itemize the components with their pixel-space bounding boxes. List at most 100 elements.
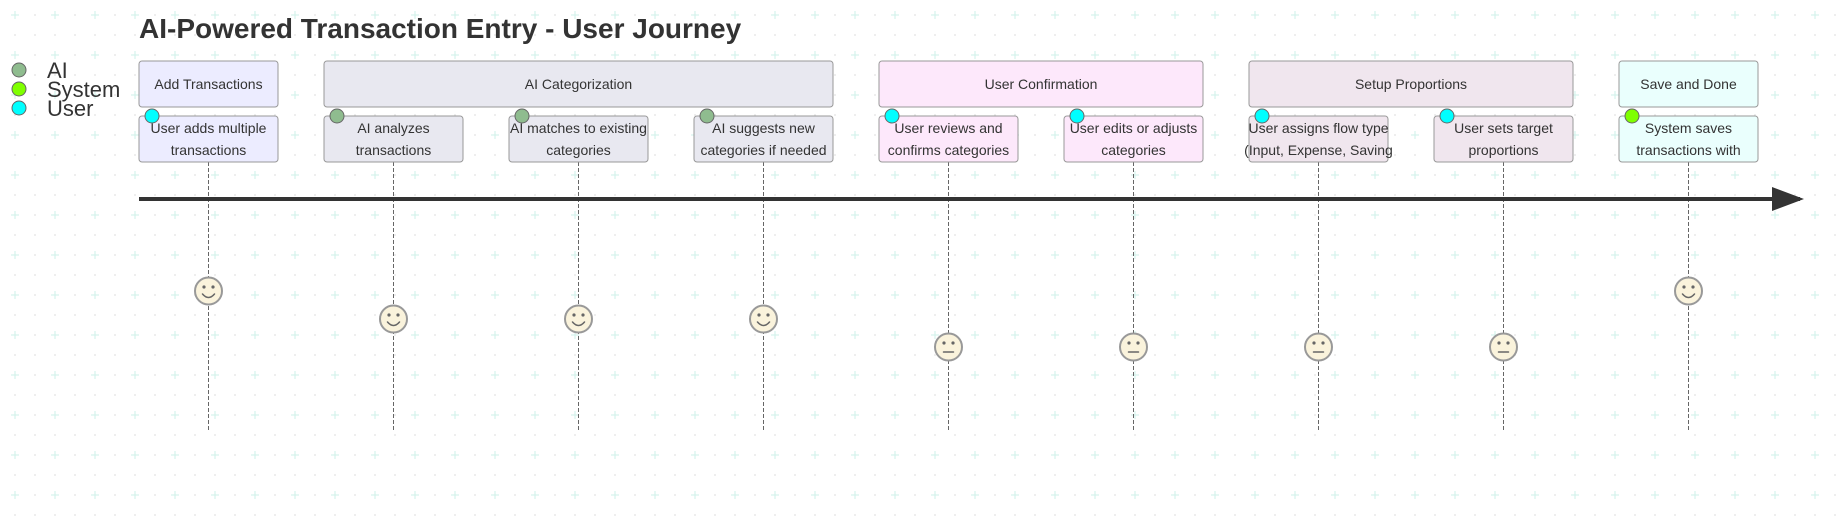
- grid-dot: [634, 14, 636, 16]
- grid-plus: [1611, 91, 1619, 99]
- task-label-line: transactions: [356, 142, 431, 158]
- grid-dot: [1214, 34, 1216, 36]
- grid-dot: [1034, 14, 1036, 16]
- actor-marker-user: [1069, 108, 1085, 124]
- smiley-face-icon: [1674, 276, 1703, 306]
- grid-plus: [811, 11, 819, 19]
- section-setup-proportions: Setup Proportions: [1248, 60, 1574, 108]
- grid-plus: [1731, 51, 1739, 59]
- grid-dot: [1154, 34, 1156, 36]
- grid-dot: [1434, 34, 1436, 36]
- grid-plus: [291, 91, 299, 99]
- grid-dot: [1634, 34, 1636, 36]
- grid-dot: [154, 14, 156, 16]
- grid-dot: [554, 174, 556, 176]
- grid-dot: [354, 194, 356, 196]
- grid-plus: [291, 131, 299, 139]
- grid-dot: [694, 34, 696, 36]
- grid-plus: [51, 131, 59, 139]
- grid-dot: [514, 14, 516, 16]
- grid-dot: [1554, 14, 1556, 16]
- grid-dot: [114, 114, 116, 116]
- grid-dot: [734, 114, 736, 116]
- grid-dot: [774, 34, 776, 36]
- grid-plus: [211, 171, 219, 179]
- grid-dot: [134, 74, 136, 76]
- grid-dot: [954, 34, 956, 36]
- grid-dot: [794, 34, 796, 36]
- grid-plus: [1651, 51, 1659, 59]
- grid-dot: [194, 54, 196, 56]
- task-label-line: confirms categories: [888, 142, 1009, 158]
- grid-plus: [851, 131, 859, 139]
- smiley-face-icon: [564, 304, 593, 334]
- grid-dot: [834, 94, 836, 96]
- grid-dot: [434, 54, 436, 56]
- grid-dot: [394, 114, 396, 116]
- grid-plus: [1771, 51, 1779, 59]
- grid-dot: [1614, 34, 1616, 36]
- legend-marker-user: [11, 100, 27, 116]
- grid-plus: [131, 171, 139, 179]
- grid-dot: [474, 134, 476, 136]
- grid-dot: [1694, 34, 1696, 36]
- grid-dot: [1174, 34, 1176, 36]
- grid-plus: [371, 11, 379, 19]
- grid-dot: [394, 54, 396, 56]
- grid-dot: [494, 154, 496, 156]
- task-label-line: User adds multiple: [151, 120, 267, 136]
- grid-dot: [534, 114, 536, 116]
- grid-plus: [1531, 11, 1539, 19]
- grid-dot: [1774, 34, 1776, 36]
- grid-dot: [1834, 34, 1836, 36]
- grid-dot: [1194, 14, 1196, 16]
- grid-plus: [1251, 11, 1259, 19]
- grid-dot: [1514, 34, 1516, 36]
- grid-plus: [1211, 11, 1219, 19]
- grid-dot: [574, 194, 576, 196]
- grid-plus: [211, 11, 219, 19]
- grid-plus: [1371, 51, 1379, 59]
- section-label: Setup Proportions: [1355, 76, 1467, 92]
- grid-dot: [1014, 34, 1016, 36]
- grid-dot: [474, 54, 476, 56]
- grid-plus: [11, 11, 19, 19]
- grid-plus: [1451, 51, 1459, 59]
- grid-dot: [1474, 14, 1476, 16]
- grid-dot: [914, 34, 916, 36]
- grid-dot: [74, 14, 76, 16]
- grid-dot: [74, 94, 76, 96]
- grid-dot: [1714, 14, 1716, 16]
- grid-dot: [1574, 154, 1576, 156]
- grid-dot: [134, 114, 136, 116]
- task-label-line: User assigns flow type: [1248, 120, 1388, 136]
- grid-dot: [34, 194, 36, 196]
- grid-dot: [1534, 114, 1536, 116]
- grid-dot: [714, 114, 716, 116]
- grid-plus: [1731, 11, 1739, 19]
- grid-plus: [1331, 51, 1339, 59]
- section-add-transactions: Add Transactions: [138, 60, 279, 108]
- grid-dot: [234, 174, 236, 176]
- grid-dot: [1594, 34, 1596, 36]
- grid-dot: [614, 34, 616, 36]
- grid-dot: [554, 54, 556, 56]
- grid-dot: [1114, 34, 1116, 36]
- grid-dot: [1534, 34, 1536, 36]
- section-label: Save and Done: [1640, 76, 1737, 92]
- task-label-line: AI analyzes: [357, 120, 429, 136]
- grid-plus: [491, 51, 499, 59]
- grid-dot: [1674, 14, 1676, 16]
- grid-plus: [531, 51, 539, 59]
- grid-dot: [194, 34, 196, 36]
- task-label-line: transactions with: [1636, 142, 1740, 158]
- grid-dot: [954, 14, 956, 16]
- grid-dot: [1754, 34, 1756, 36]
- grid-dot: [74, 134, 76, 136]
- grid-dot: [1234, 54, 1236, 56]
- grid-dot: [1314, 14, 1316, 16]
- grid-dot: [494, 194, 496, 196]
- grid-plus: [131, 11, 139, 19]
